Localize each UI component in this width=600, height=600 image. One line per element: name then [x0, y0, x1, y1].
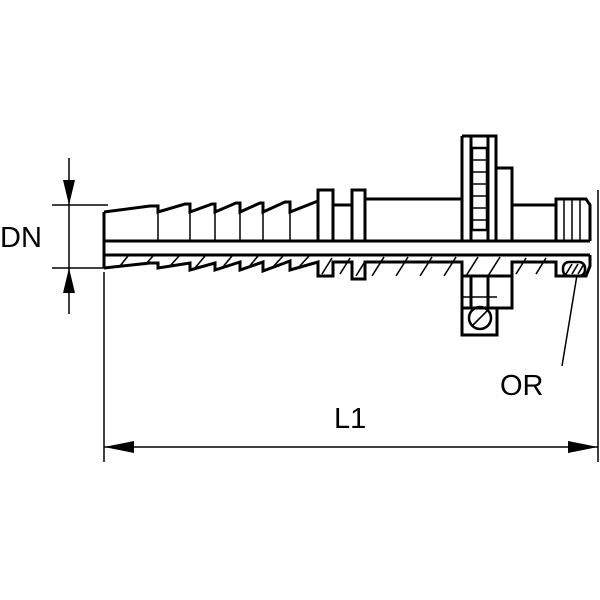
l1-label: L1	[334, 403, 366, 435]
dn-label: DN	[0, 222, 42, 254]
dn-arrow-top	[63, 180, 75, 205]
dn-arrow-bottom	[63, 268, 75, 293]
l1-dimension: L1	[103, 190, 599, 462]
or-callout: OR	[500, 274, 578, 402]
lower-ball	[460, 296, 499, 337]
l1-arrow-left	[104, 441, 134, 453]
fitting-lower-section	[103, 255, 592, 337]
fitting-upper-half	[102, 134, 592, 268]
l1-arrow-right	[568, 441, 598, 453]
section-hatch	[119, 255, 547, 277]
locking-balls	[470, 146, 489, 232]
or-label: OR	[500, 370, 544, 402]
dn-dimension: DN	[0, 158, 108, 314]
o-ring	[561, 260, 587, 278]
